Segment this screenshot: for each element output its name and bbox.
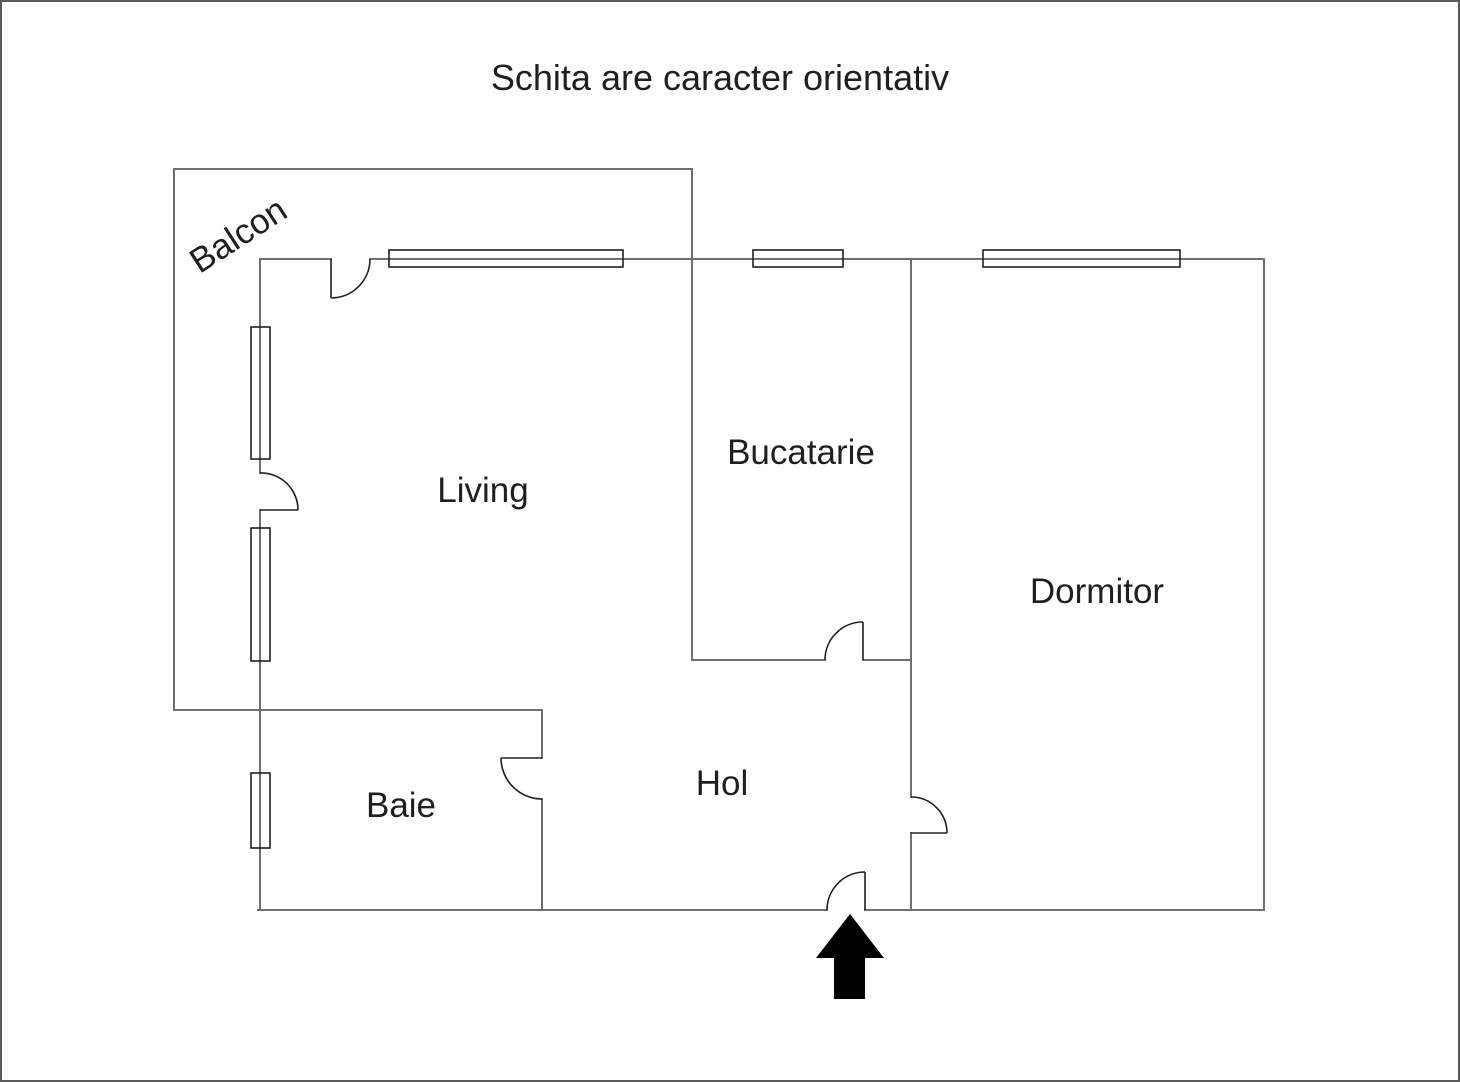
entrance-arrow-icon — [816, 914, 884, 999]
window-dormitor-north — [982, 249, 1181, 268]
door-living-west — [259, 472, 299, 511]
room-label-balcon: Balcon — [183, 190, 294, 281]
window-living-north — [388, 249, 624, 268]
room-label-dormitor: Dormitor — [1030, 572, 1165, 611]
door-bucatarie — [824, 621, 864, 661]
window-baie-west — [250, 772, 271, 849]
room-label-bucatarie: Bucatarie — [727, 433, 875, 472]
page-title: Schita are caracter orientativ — [491, 57, 949, 98]
window-living-west-upper — [250, 326, 271, 460]
walls — [173, 168, 1265, 911]
window-bucatarie-north — [752, 249, 844, 268]
door-baie — [500, 757, 543, 800]
room-label-hol: Hol — [696, 764, 749, 803]
room-label-baie: Baie — [366, 786, 436, 825]
door-entrance — [826, 871, 866, 911]
window-living-west-lower — [250, 527, 271, 662]
door-balcony — [330, 258, 371, 299]
door-dormitor — [910, 796, 948, 834]
room-label-living: Living — [437, 471, 528, 510]
